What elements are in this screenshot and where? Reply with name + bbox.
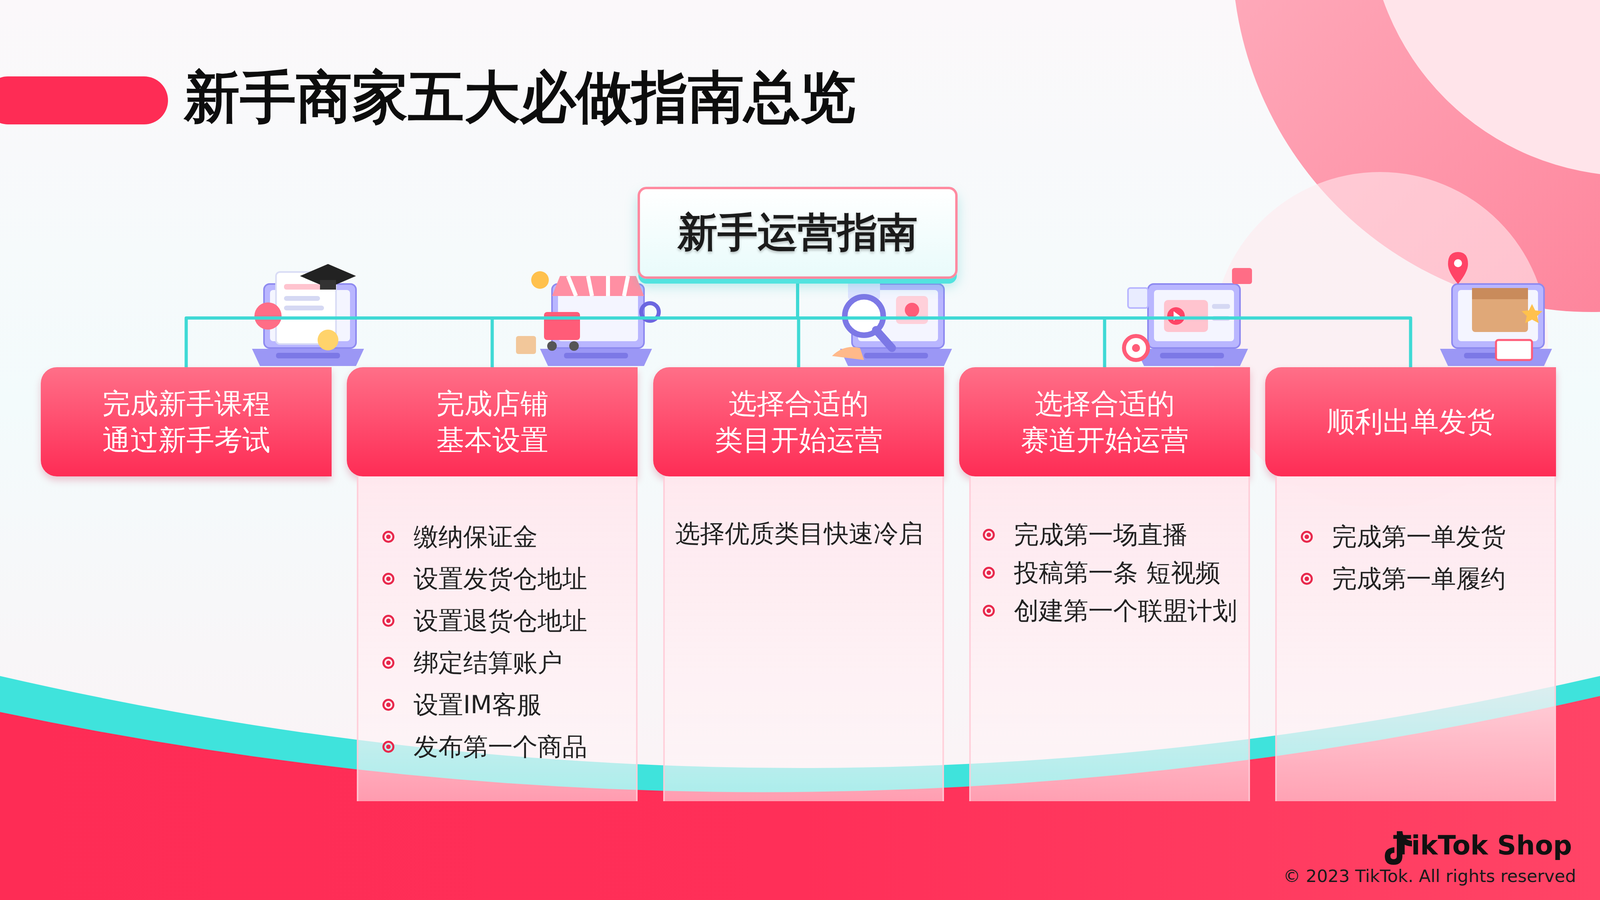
bullet-mark [382,572,395,585]
step-header: 顺利出单发货 [1265,367,1556,477]
task-item: 设置退货仓地址 [413,604,588,638]
bullet-mark [1300,572,1313,585]
step-header: 完成店铺 基本设置 [346,367,638,477]
step-title: 顺利出单发货 [1326,403,1495,440]
task-item: 完成第一单发货 [1332,520,1506,554]
bullet-mark [382,530,395,543]
task-item: 投稿第一条 短视频 [1014,556,1221,590]
bullet-mark [982,604,995,617]
task-item: 设置发货仓地址 [413,562,588,596]
step-column: 顺利出单发货完成第一单发货完成第一单履约 [1265,367,1556,802]
bullet-mark [382,740,395,753]
task-item: 绑定结算账户 [413,646,563,680]
delivery-icon [1440,252,1552,366]
tree-connector [186,278,798,368]
root-box: 新手运营指南 [637,186,958,279]
task-row: 设置发货仓地址 [382,557,628,600]
step-title: 完成店铺 基本设置 [392,385,593,459]
task-item: 创建第一个联盟计划 [1014,594,1238,628]
task-row: 完成第一单履约 [1300,557,1547,600]
step-panel: 完成第一场直播投稿第一条 短视频创建第一个联盟计划 [969,476,1250,802]
task-item: 缴纳保证金 [413,520,538,554]
bullet-mark [982,566,995,579]
step-panel: 缴纳保证金设置发货仓地址设置退货仓地址绑定结算账户设置IM客服发布第一个商品 [356,476,638,802]
task-row: 发布第一个商品 [382,725,628,768]
copyright-note: © 2023 TikTok. All rights reserved [1283,866,1576,886]
step-title: 选择合适的 类目开始运营 [698,385,899,459]
title-bar [0,76,168,125]
step-panel: 选择优质类目快速冷启 [663,476,944,802]
step-column: 选择合适的 类目开始运营选择优质类目快速冷启 [653,367,944,802]
brand-logo: TikTok Shop [1393,830,1572,861]
step-header: 选择合适的 赛道开始运营 [959,367,1250,477]
step-title: 选择合适的 赛道开始运营 [1004,385,1205,459]
task-item: 选择优质类目快速冷启 [675,516,924,551]
search-icon [832,276,952,366]
step-column: 完成新手课程 通过新手考试 [40,367,332,477]
bullet-mark [1300,530,1313,543]
bullet-mark [382,614,395,627]
tree-connector [797,278,1105,368]
root-label: 新手运营指南 [677,206,918,260]
tree-connector [797,278,1411,368]
task-row: 缴纳保证金 [382,515,628,558]
task-row: 选择优质类目快速冷启 [675,512,935,555]
step-title: 完成新手课程 通过新手考试 [86,385,287,459]
step-column: 选择合适的 赛道开始运营完成第一场直播投稿第一条 短视频创建第一个联盟计划 [959,367,1250,802]
step-column: 完成店铺 基本设置缴纳保证金设置发货仓地址设置退货仓地址绑定结算账户设置IM客服… [346,367,638,802]
bullet-mark [382,698,395,711]
task-item: 完成第一单履约 [1332,562,1506,596]
page-title: 新手商家五大必做指南总览 [184,60,856,136]
task-row: 设置IM客服 [382,683,628,726]
course-icon [252,264,364,366]
step-header: 选择合适的 类目开始运营 [653,367,944,477]
task-item: 设置IM客服 [413,688,542,722]
task-row: 创建第一个联盟计划 [982,591,1241,630]
task-item: 发布第一个商品 [413,730,588,764]
task-row: 投稿第一条 短视频 [982,553,1241,592]
step-header: 完成新手课程 通过新手考试 [40,367,332,477]
tree-connector [492,278,798,368]
bullet-mark [982,528,995,541]
task-row: 绑定结算账户 [382,641,628,684]
task-row: 设置退货仓地址 [382,599,628,642]
task-row: 完成第一单发货 [1300,515,1547,558]
corner-ring-inner [1368,0,1600,176]
bullet-mark [382,656,395,669]
task-item: 完成第一场直播 [1014,518,1188,552]
step-panel: 完成第一单发货完成第一单履约 [1275,476,1556,802]
task-row: 完成第一场直播 [982,515,1241,554]
